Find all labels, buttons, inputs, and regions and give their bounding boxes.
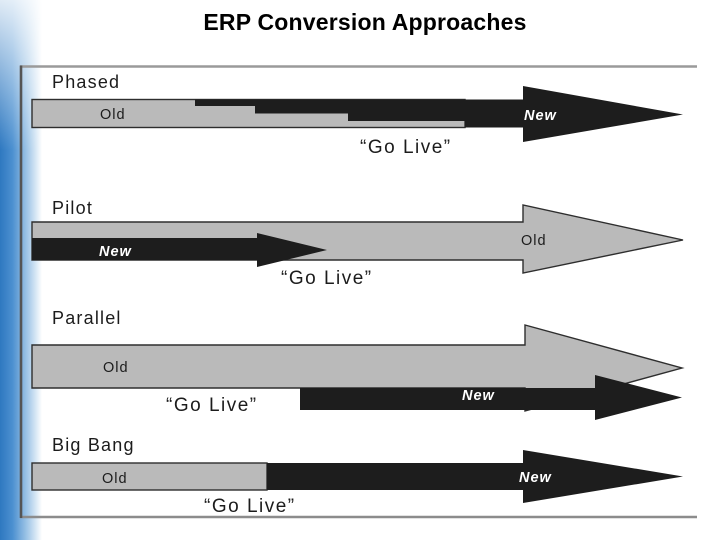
section-bigbang: Big Bang Old New “Go Live” [31, 435, 683, 517]
phased-old-label: Old [100, 107, 126, 123]
bigbang-new-arrow [267, 450, 683, 503]
parallel-new-arrow [300, 375, 682, 420]
bigbang-golive-label: “Go Live” [204, 496, 296, 517]
pilot-new-arrow [32, 233, 327, 267]
parallel-section-label: Parallel [52, 308, 122, 328]
bigbang-new-label: New [519, 470, 553, 486]
pilot-old-label: Old [521, 233, 547, 249]
pilot-golive-label: “Go Live” [281, 268, 373, 289]
parallel-old-label: Old [103, 360, 129, 376]
bigbang-section-label: Big Bang [52, 435, 135, 455]
pilot-new-label: New [99, 244, 133, 260]
bigbang-old-bar [31, 462, 268, 491]
slide-title: ERP Conversion Approaches [203, 9, 527, 35]
phased-new-arrow [195, 86, 683, 142]
parallel-new-label: New [462, 388, 496, 404]
section-pilot: Pilot Old New “Go Live” [31, 198, 684, 289]
section-parallel: Parallel Old New “Go Live” [31, 308, 685, 420]
bigbang-old-label: Old [102, 471, 128, 487]
phased-new-label: New [524, 108, 558, 124]
phased-golive-label: “Go Live” [360, 137, 452, 158]
phased-section-label: Phased [52, 72, 120, 92]
section-phased: Phased Old New “Go Live” [31, 72, 683, 158]
pilot-section-label: Pilot [52, 198, 93, 218]
parallel-golive-label: “Go Live” [166, 395, 258, 416]
